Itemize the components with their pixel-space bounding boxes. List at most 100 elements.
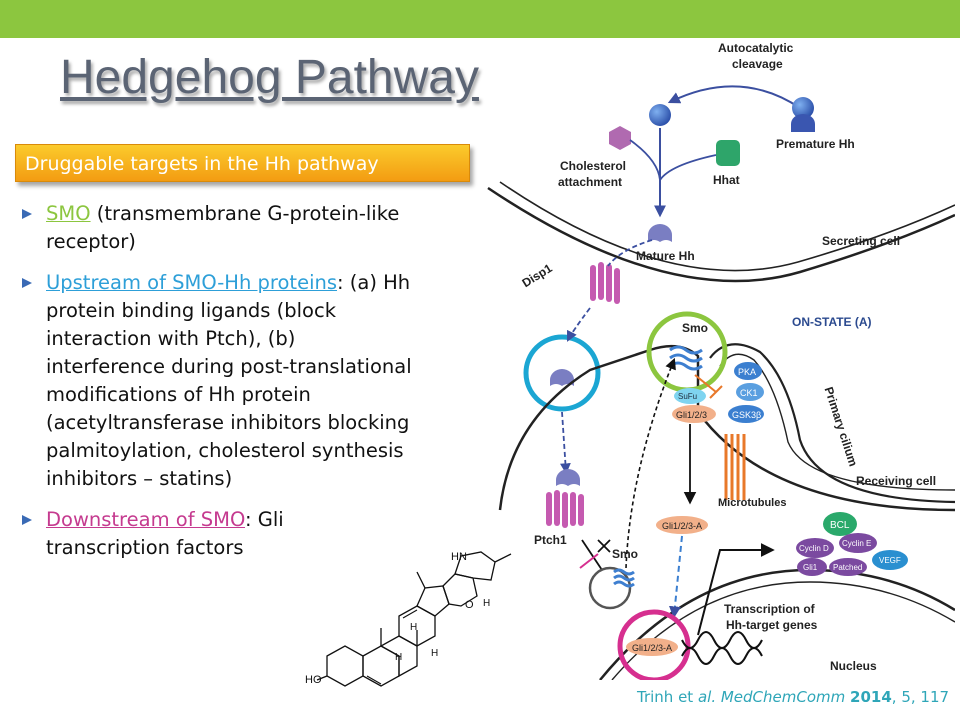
label-gli1: Gli1 [803,563,818,572]
label-on-state: ON-STATE (A) [792,315,872,329]
label-sufu: SuFu [678,392,697,401]
nucleus-membrane-inner [611,581,955,680]
label-premature-hh: Premature Hh [776,137,855,151]
ptch-x-mark [597,539,611,553]
cholesterol-icon [609,126,631,150]
ck1-node [736,383,764,401]
atom-label: O [465,599,474,611]
hedgehog-pathway-diagram: Autocatalytic cleavage Premature Hh Chol… [487,41,955,680]
atom-label: H [395,652,402,663]
label-vegf: VEGF [879,556,901,565]
label-gsk3b: GSK3β [732,410,761,420]
label-cleavage: cleavage [732,57,783,71]
mature-hh-icon [648,224,672,242]
smo-vesicle-icon [613,568,635,588]
citation-authors: Trinh et [637,688,698,706]
bullet-marker-icon [22,278,32,288]
gli123a-nuclear-node [626,638,678,656]
label-nucleus: Nucleus [830,659,877,673]
label-ptch1: Ptch1 [534,533,567,547]
label-mature-hh: Mature Hh [636,249,695,263]
secretion-arrow [607,239,653,267]
bullet-marker-icon [22,209,32,219]
atom-label: HO [305,674,322,686]
ligand-diffusion-arrow [567,307,591,342]
bcl-node [823,512,857,536]
bullet-text: : (a) Hh protein binding ligands (block … [46,271,412,490]
label-hhat: Hhat [713,173,740,187]
gli123-node [672,405,716,423]
label-transcription-2: Hh-target genes [726,618,818,632]
premature-hh-icon [792,97,814,119]
pka-node [734,362,762,380]
premature-hh-base-icon [791,114,815,132]
label-disp1: Disp1 [520,261,555,290]
cilium-membrane-inner [719,353,955,491]
gli123a-node [656,516,708,534]
inhibition-bar [709,385,723,399]
slide-title: Hedgehog Pathway [60,51,479,104]
microtubules-icon [724,434,746,500]
hhat-arrow [659,154,717,181]
label-primary-cilium: Primary cilium [822,385,861,468]
bound-hh-ligand-icon [556,469,580,486]
vegf-node [872,550,908,570]
label-cyclin-e: Cyclin E [842,539,871,548]
cholesterol-arrow [629,139,661,181]
disp1-icon [590,262,620,304]
dna-icon [681,631,763,665]
label-cholesterol: Cholesterol [560,159,626,173]
transcription-arrow [697,543,775,636]
label-ck1: CK1 [740,388,758,398]
secreting-membrane-inner [499,181,955,272]
citation: Trinh et al. MedChemComm 2014, 5, 117 [637,688,949,706]
cyclopamine-structure: HN O HO H H H H [305,551,512,687]
label-patched: Patched [833,563,862,572]
gli1-node [797,558,827,576]
top-accent-bar [0,0,960,38]
citation-year: 2014 [850,688,892,706]
label-gli123: Gli1/2/3 [676,410,707,420]
highlight-circle-upstream [523,334,601,412]
label-cyclin-d: Cyclin D [799,544,829,553]
ligand-binding-arrow [560,411,571,475]
receiving-membrane [498,344,955,512]
bullet-marker-icon [22,515,32,525]
nuclear-import-arrow [668,535,683,619]
label-attachment: attachment [558,175,622,189]
citation-journal: MedChemComm [716,688,851,706]
ptch-inhibition-bar [579,553,599,569]
link-downstream[interactable]: Downstream of SMO [46,508,245,531]
bullet-text: : Gli transcription factors [46,508,284,559]
bullet-item-upstream: Upstream of SMO-Hh proteins: (a) Hh prot… [22,269,412,493]
patched-node [829,558,867,576]
smo-translocation-arrow [625,357,676,569]
label-pka: PKA [738,367,756,377]
label-smo-bottom: Smo [612,547,638,561]
hhat-icon [716,140,740,166]
inhibition-line [694,374,717,393]
label-receiving-cell: Receiving cell [856,474,936,488]
cyclin-e-node [839,533,877,553]
atom-label: HN [451,551,467,563]
label-secreting-cell: Secreting cell [822,234,900,248]
label-smo-top: Smo [682,321,708,335]
cyclin-d-node [796,538,834,558]
free-hh-ligand-icon [550,369,574,386]
secreting-membrane-outer [487,186,955,283]
atom-label: H [431,648,438,659]
label-microtubules: Microtubules [718,497,786,509]
bullet-text: (transmembrane G-protein-like receptor) [46,202,400,253]
vesicle-icon [588,566,632,610]
label-bcl: BCL [830,520,850,531]
label-gli123a-nuclear: Gli1/2/3-A [632,643,672,653]
atom-label: H [410,622,417,633]
cilium-membrane-outer [709,343,955,504]
citation-volume: , 5, 117 [891,688,950,706]
link-smo[interactable]: SMO [46,202,91,225]
section-banner: Druggable targets in the Hh pathway [15,144,470,182]
ptch-inhibition-line [581,539,603,571]
bullet-item-downstream: Downstream of SMO: Gli transcription fac… [22,506,412,562]
link-upstream[interactable]: Upstream of SMO-Hh proteins [46,271,338,294]
gsk3b-node [728,405,764,423]
